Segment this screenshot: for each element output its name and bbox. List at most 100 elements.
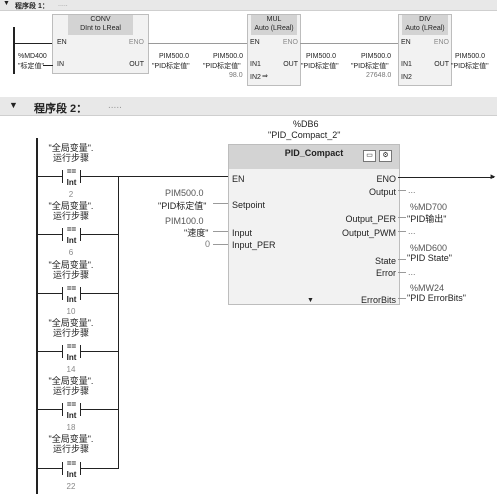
- contact-value[interactable]: 6: [68, 248, 74, 257]
- contact-bar-right: [80, 345, 81, 358]
- mul-out: OUT: [283, 61, 298, 68]
- expand-arrow-icon[interactable]: ▼: [307, 297, 314, 304]
- div-block[interactable]: DIV Auto (LReal) EN ENO IN1 OUT IN2: [398, 14, 452, 86]
- contact-wire-right: [81, 293, 118, 294]
- conv-types[interactable]: DInt to LReal: [80, 25, 121, 32]
- contact-bar-right: [80, 287, 81, 300]
- contact-op: ==: [66, 342, 77, 351]
- contact-bar-left: [62, 228, 63, 241]
- pid-state-tag[interactable]: "PID State": [407, 253, 452, 263]
- pid-db-name[interactable]: "PID_Compact_2": [268, 130, 341, 140]
- power-rail-1: [13, 27, 15, 74]
- power-rail-2: [36, 138, 38, 494]
- mul-out-tag[interactable]: "PID标定值": [301, 63, 339, 70]
- mul-en: EN: [250, 39, 260, 46]
- conv-name: CONV: [90, 16, 111, 23]
- contact-value[interactable]: 18: [66, 423, 76, 432]
- pid-state: State: [374, 256, 396, 266]
- contact-tag[interactable]: "全局变量".运行步骤: [48, 143, 94, 163]
- div-out-tag[interactable]: "PID标定值": [451, 63, 489, 70]
- contact-tag[interactable]: "全局变量".运行步骤: [48, 318, 94, 338]
- contact-tag[interactable]: "全局变量".运行步骤: [48, 434, 94, 454]
- mul-types[interactable]: Auto (LReal): [254, 25, 294, 32]
- div-in1-addr: PIM500.0: [361, 53, 391, 60]
- network-1-title: 程序段 1：: [15, 3, 49, 10]
- mul-in2-extra[interactable]: ⇒: [262, 73, 268, 80]
- mul-out-addr: PIM500.0: [306, 53, 336, 60]
- pid-setpoint-tag[interactable]: "PID标定值": [158, 201, 207, 211]
- conv-in-tag[interactable]: "标定值": [18, 63, 44, 70]
- mul-in1-tag[interactable]: "PID标定值": [203, 63, 241, 70]
- contact-bar-left: [62, 462, 63, 475]
- contact-wire-left: [38, 351, 62, 352]
- contact-op: ==: [66, 225, 77, 234]
- contact-bar-left: [62, 287, 63, 300]
- conv-block[interactable]: CONV DInt to LReal EN ENO IN OUT: [52, 14, 149, 74]
- div-types[interactable]: Auto (LReal): [405, 25, 445, 32]
- contact-tag[interactable]: "全局变量".运行步骤: [48, 376, 94, 396]
- pid-output-pwm: Output_PWM: [341, 228, 396, 238]
- output-per-wire: [398, 217, 406, 218]
- collapse-icon[interactable]: ▼: [9, 100, 18, 110]
- contact-value[interactable]: 10: [66, 307, 76, 316]
- pid-error-val[interactable]: ...: [408, 267, 416, 277]
- contact-type: Int: [66, 353, 77, 362]
- input-per-wire: [213, 244, 228, 245]
- div-in1-tag[interactable]: "PID标定值": [351, 63, 389, 70]
- pid-input-tag[interactable]: "速度": [184, 228, 209, 238]
- conv-in: IN: [57, 61, 64, 68]
- pid-output-per-tag[interactable]: "PID输出": [407, 214, 447, 224]
- pid-output-pwm-val[interactable]: ...: [408, 226, 416, 236]
- contact-tag[interactable]: "全局变量".运行步骤: [48, 201, 94, 221]
- pid-errorbits-addr: %MW24: [410, 283, 445, 293]
- pid-output-per-addr: %MD700: [410, 202, 448, 212]
- div-in2: IN2: [401, 74, 412, 81]
- mul-eno-line: [300, 43, 410, 44]
- contact-bar-right: [80, 228, 81, 241]
- contact-wire-left: [38, 293, 62, 294]
- pid-compact-block[interactable]: PID_Compact ▭ ⚙ EN Setpoint Input Input_…: [228, 144, 400, 305]
- pid-tools-icon[interactable]: ⚙: [379, 150, 392, 162]
- contact-tag[interactable]: "全局变量".运行步骤: [48, 260, 94, 280]
- contact-bar-right: [80, 462, 81, 475]
- pid-output-per: Output_PER: [345, 214, 396, 224]
- contact-value[interactable]: 2: [68, 190, 74, 199]
- wire-end-arrow-icon: ►: [489, 172, 497, 181]
- div-in2-val[interactable]: 27648.0: [366, 72, 392, 79]
- contact-wire-right: [81, 409, 118, 410]
- pid-input: Input: [232, 228, 253, 238]
- contact-op: ==: [66, 400, 77, 409]
- pid-input-addr: PIM100.0: [165, 216, 204, 226]
- network-1-header[interactable]: ▼ 程序段 1： .....: [0, 0, 497, 11]
- conv-eno-line: [148, 43, 260, 44]
- conv-eno: ENO: [128, 39, 144, 46]
- div-out-addr: PIM500.0: [455, 53, 485, 60]
- network-2-title: 程序段 2：: [34, 103, 88, 115]
- mul-in2-val[interactable]: 98.0: [229, 72, 243, 79]
- pid-error: Error: [376, 268, 396, 278]
- network-2-header[interactable]: ▼ 程序段 2： .....: [0, 97, 497, 116]
- div-eno: ENO: [433, 39, 449, 46]
- pid-input-per-val[interactable]: 0: [205, 239, 211, 249]
- contact-op: ==: [66, 284, 77, 293]
- contact-bar-right: [80, 403, 81, 416]
- contact-type: Int: [66, 295, 77, 304]
- setpoint-wire: [213, 203, 228, 204]
- collapse-icon[interactable]: ▼: [3, 0, 10, 7]
- pid-picture-icon[interactable]: ▭: [363, 150, 376, 162]
- contact-wire-left: [38, 176, 62, 177]
- network-2-comment[interactable]: .....: [108, 100, 122, 111]
- pid-setpoint: Setpoint: [232, 200, 266, 210]
- conv-out-tag[interactable]: "PID标定值": [152, 63, 190, 70]
- contact-bar-left: [62, 403, 63, 416]
- output-wire: [398, 190, 406, 191]
- contact-value[interactable]: 14: [66, 365, 76, 374]
- pid-errorbits-tag[interactable]: "PID ErrorBits": [407, 293, 466, 303]
- input-wire: [213, 231, 228, 232]
- mul-block[interactable]: MUL Auto (LReal) EN ENO IN1 OUT IN2: [247, 14, 301, 86]
- pid-output: Output: [368, 187, 396, 197]
- contact-value[interactable]: 22: [66, 482, 76, 491]
- contact-wire-left: [38, 234, 62, 235]
- pid-output-val[interactable]: ...: [408, 185, 416, 195]
- network-1-comment[interactable]: .....: [58, 1, 68, 8]
